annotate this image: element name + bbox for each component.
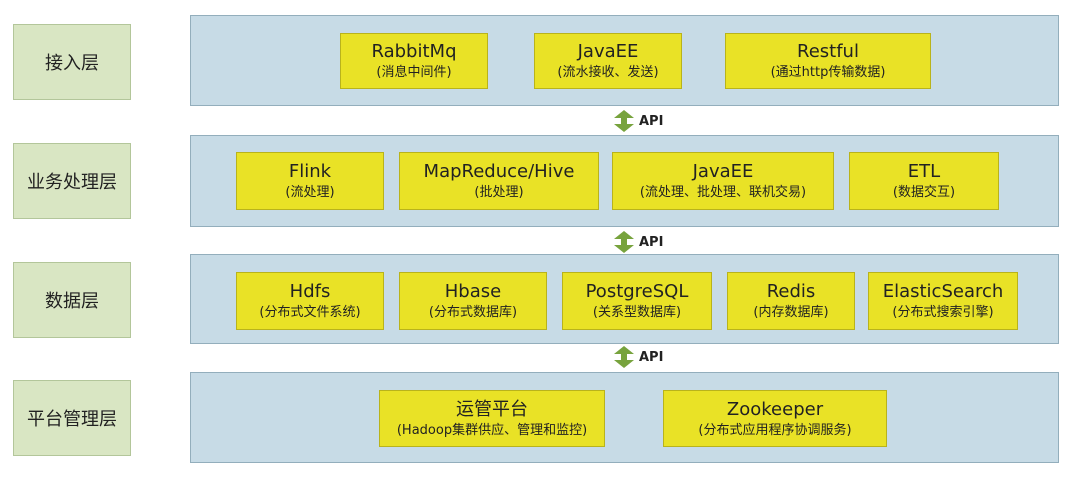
component-subtitle: (关系型数据库) (592, 305, 682, 320)
component-subtitle: (流处理、批处理、联机交易) (639, 185, 807, 200)
api-label: API (639, 234, 664, 250)
double-arrow-icon (614, 110, 634, 132)
component-box-zookeeper: Zookeeper (分布式应用程序协调服务) (663, 390, 887, 447)
double-arrow-icon (614, 346, 634, 368)
component-box-mapreduce-hive: MapReduce/Hive (批处理) (399, 152, 599, 210)
layer-panel-platform: 运管平台 (Hadoop集群供应、管理和监控) Zookeeper (分布式应用… (190, 372, 1059, 463)
component-subtitle: (分布式应用程序协调服务) (698, 422, 852, 438)
component-title: MapReduce/Hive (423, 161, 575, 182)
component-subtitle: (分布式搜索引擎) (892, 305, 994, 320)
component-subtitle: (批处理) (474, 185, 524, 200)
component-title: 运管平台 (456, 398, 528, 420)
component-title: Restful (797, 41, 859, 62)
component-subtitle: (分布式数据库) (428, 305, 518, 320)
component-subtitle: (流处理) (285, 185, 335, 200)
component-box-ops-platform: 运管平台 (Hadoop集群供应、管理和监控) (379, 390, 605, 447)
component-box-redis: Redis (内存数据库) (727, 272, 855, 330)
component-title: Zookeeper (726, 398, 824, 420)
api-label: API (639, 113, 664, 129)
component-box-rabbitmq: RabbitMq (消息中间件) (340, 33, 488, 89)
component-box-hbase: Hbase (分布式数据库) (399, 272, 547, 330)
api-connector-3: API (612, 345, 663, 369)
layer-label-business: 业务处理层 (13, 143, 131, 219)
layer-label-data: 数据层 (13, 262, 131, 338)
component-box-javaee-access: JavaEE (流水接收、发送) (534, 33, 682, 89)
component-title: Flink (288, 161, 332, 182)
component-box-postgresql: PostgreSQL (关系型数据库) (562, 272, 712, 330)
component-subtitle: (内存数据库) (753, 305, 829, 320)
component-subtitle: (数据交互) (892, 185, 956, 200)
api-connector-2: API (612, 230, 663, 254)
component-title: Hbase (444, 281, 502, 302)
component-box-flink: Flink (流处理) (236, 152, 384, 210)
component-subtitle: (分布式文件系统) (259, 305, 361, 320)
component-title: Hdfs (289, 281, 331, 302)
layer-label-access: 接入层 (13, 24, 131, 100)
component-title: RabbitMq (371, 41, 457, 62)
api-connector-1: API (612, 109, 663, 133)
component-title: ETL (907, 161, 941, 182)
layer-panel-business: Flink (流处理) MapReduce/Hive (批处理) JavaEE … (190, 135, 1059, 227)
component-title: JavaEE (577, 41, 639, 62)
component-title: ElasticSearch (882, 281, 1004, 302)
component-box-etl: ETL (数据交互) (849, 152, 999, 210)
layer-panel-access: RabbitMq (消息中间件) JavaEE (流水接收、发送) Restfu… (190, 15, 1059, 106)
api-label: API (639, 349, 664, 365)
double-arrow-icon (614, 231, 634, 253)
component-title: PostgreSQL (585, 281, 689, 302)
component-subtitle: (Hadoop集群供应、管理和监控) (396, 422, 588, 438)
component-box-restful: Restful (通过http传输数据) (725, 33, 931, 89)
component-subtitle: (消息中间件) (376, 65, 452, 80)
component-title: Redis (766, 281, 816, 302)
component-subtitle: (流水接收、发送) (557, 65, 659, 80)
layer-label-platform: 平台管理层 (13, 380, 131, 456)
component-title: JavaEE (692, 161, 754, 182)
component-subtitle: (通过http传输数据) (770, 65, 886, 80)
component-box-hdfs: Hdfs (分布式文件系统) (236, 272, 384, 330)
component-box-javaee-business: JavaEE (流处理、批处理、联机交易) (612, 152, 834, 210)
component-box-elasticsearch: ElasticSearch (分布式搜索引擎) (868, 272, 1018, 330)
layer-panel-data: Hdfs (分布式文件系统) Hbase (分布式数据库) PostgreSQL… (190, 254, 1059, 344)
